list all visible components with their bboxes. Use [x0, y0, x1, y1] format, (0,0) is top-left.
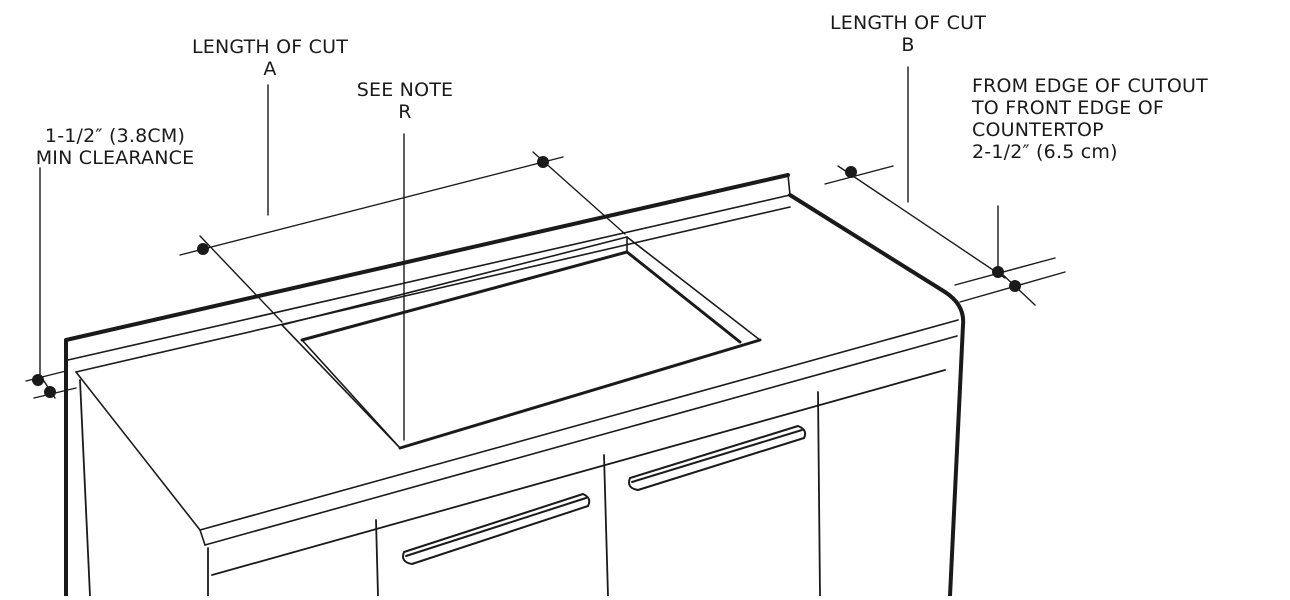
length-b-letter: B [901, 34, 915, 56]
clearance-value: 1-1/2″ (3.8CM) [44, 125, 186, 147]
front-edge-callout: FROM EDGE OF CUTOUT TO FRONT EDGE OF COU… [972, 75, 1282, 163]
see-note-letter: R [398, 101, 412, 123]
clearance-label: MIN CLEARANCE [35, 147, 195, 169]
dimension-front-edge [954, 205, 1066, 306]
front-edge-value: 2-1/2″ (6.5 cm) [972, 141, 1118, 163]
see-note-callout: SEE NOTE R [320, 79, 490, 123]
countertop-front-edge [75, 319, 959, 546]
front-edge-line-1: FROM EDGE OF CUTOUT [972, 75, 1208, 97]
door-handle-left [402, 493, 591, 565]
length-a-letter: A [263, 58, 277, 80]
clearance-callout: 1-1/2″ (3.8CM) MIN CLEARANCE [0, 125, 230, 169]
length-b-callout: LENGTH OF CUT B [788, 12, 1028, 56]
see-note-title: SEE NOTE [356, 79, 454, 101]
length-a-callout: LENGTH OF CUT A [150, 36, 390, 80]
length-b-title: LENGTH OF CUT [829, 12, 987, 34]
countertop-outline [788, 193, 966, 598]
front-edge-line-3: COUNTERTOP [972, 119, 1104, 141]
backsplash-detail [67, 174, 791, 373]
door-handle-right [628, 425, 807, 491]
dimension-b [824, 66, 1006, 279]
length-a-title: LENGTH OF CUT [191, 36, 349, 58]
backsplash [64, 173, 790, 598]
cabinet-body [79, 369, 946, 597]
dimension-a [179, 84, 626, 323]
cooktop-cutout [280, 236, 762, 450]
dimension-clearance [25, 167, 77, 399]
front-edge-line-2: TO FRONT EDGE OF [972, 97, 1165, 119]
